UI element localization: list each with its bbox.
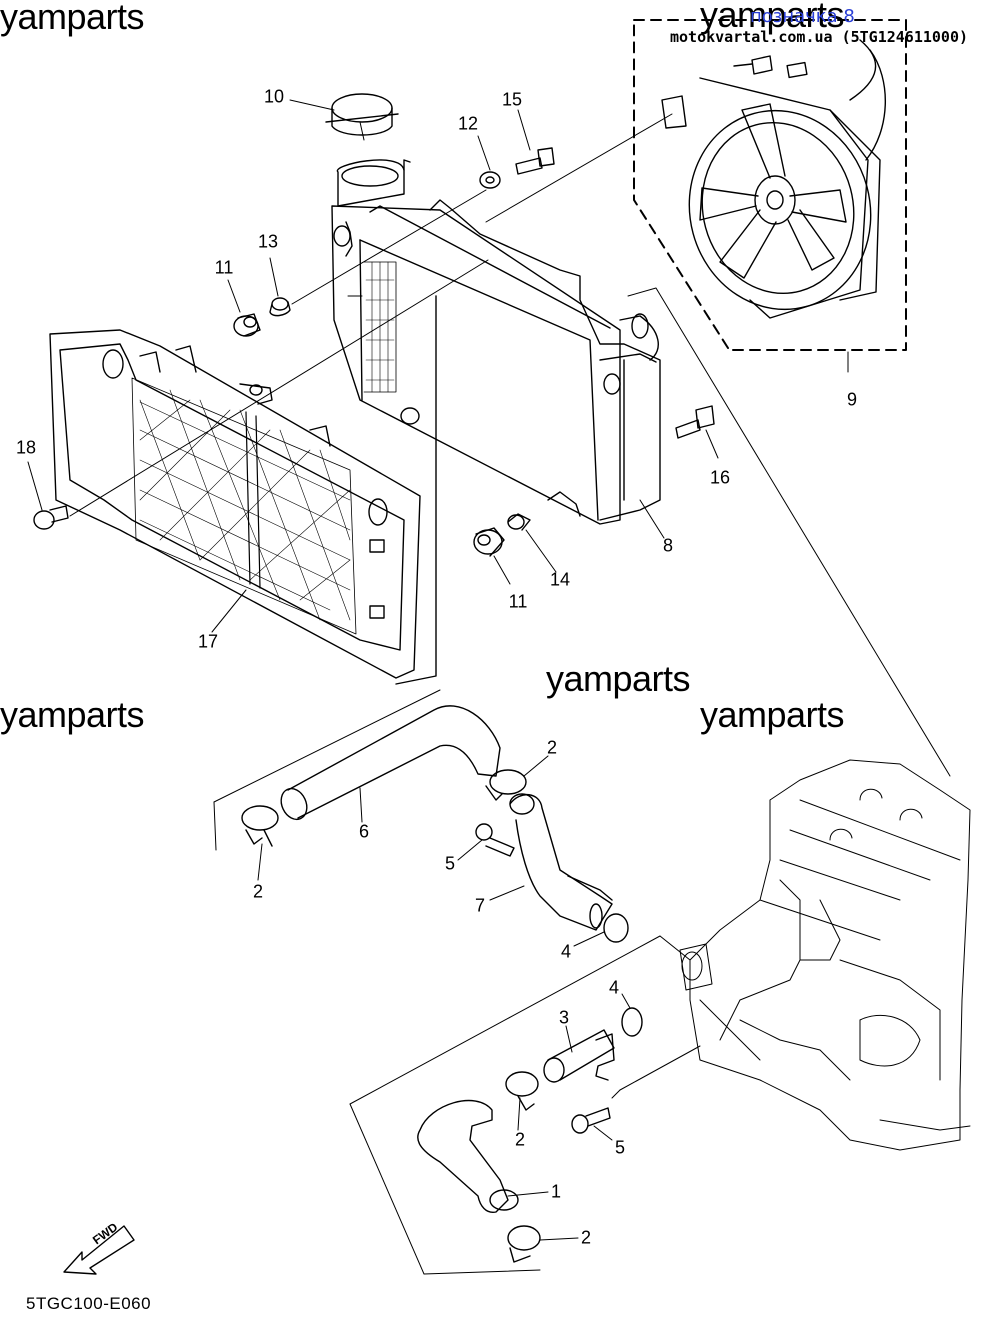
bolt-16 (675, 405, 715, 439)
fan-assembly-dashed-box (633, 19, 907, 351)
callout-5-upper: 5 (444, 853, 456, 874)
site-reference: motokvartal.com.ua (5TG124611000) (670, 28, 969, 46)
bolt-5-upper (475, 823, 515, 857)
callout-11-upper: 11 (214, 257, 234, 278)
fwd-arrow-icon: FWD (60, 1220, 140, 1282)
bolt-18 (33, 505, 69, 530)
bolt-15 (515, 147, 555, 175)
callout-13: 13 (257, 231, 279, 252)
hose-clamp-2-upper-left (241, 805, 279, 847)
watermark-mid-right: yamparts (700, 694, 845, 735)
callout-10: 10 (263, 86, 285, 107)
blue-caption: позначка 8 (750, 6, 855, 27)
callout-5-lower: 5 (614, 1137, 626, 1158)
callout-4-lower: 4 (608, 977, 620, 998)
hose-clamp-2-bottom (507, 1225, 541, 1263)
watermark-top-left: yamparts (0, 0, 145, 37)
watermark-mid-left: yamparts (0, 694, 145, 735)
o-ring-4-upper (603, 913, 629, 943)
hose-7 (509, 793, 613, 931)
watermark-mid-center: yamparts (546, 658, 691, 699)
callout-17: 17 (197, 631, 219, 652)
callout-2-bottom: 2 (580, 1227, 592, 1248)
engine-block (679, 759, 971, 1151)
callout-leaders (27, 99, 849, 1241)
callout-12: 12 (457, 113, 479, 134)
collar-13 (269, 297, 291, 317)
radiator-guard (49, 295, 437, 685)
grommet-11-lower (473, 527, 505, 557)
callout-15: 15 (501, 89, 523, 110)
hose-clamp-2-lower-mid (505, 1071, 539, 1111)
hose-6 (280, 705, 501, 821)
callout-2-upper-left: 2 (252, 881, 264, 902)
pipe-3 (543, 1029, 615, 1083)
grommet-11-upper (233, 313, 261, 337)
callout-7: 7 (474, 895, 486, 916)
hose-clamp-2-upper-right (485, 769, 527, 801)
callout-3: 3 (558, 1007, 570, 1028)
hose-1 (417, 1099, 519, 1213)
callout-18: 18 (15, 437, 37, 458)
o-ring-4-lower (621, 1007, 643, 1037)
collar-14 (507, 513, 531, 531)
washer-12 (479, 171, 501, 189)
callout-1: 1 (550, 1181, 562, 1202)
callout-8: 8 (662, 535, 674, 556)
bolt-5-lower (571, 1107, 611, 1134)
fan-motor (661, 39, 886, 319)
leader-lines (69, 113, 951, 1275)
callout-9: 9 (846, 389, 858, 410)
callout-4-upper: 4 (560, 941, 572, 962)
callout-11-lower: 11 (508, 591, 528, 612)
callout-2-upper-right: 2 (546, 737, 558, 758)
radiator-cap (325, 93, 399, 136)
callout-2-lower-mid: 2 (514, 1129, 526, 1150)
diagram-code: 5TGC100-E060 (26, 1294, 152, 1313)
radiator (331, 159, 661, 525)
watermark-top-right: yamparts (700, 0, 845, 35)
callout-14: 14 (549, 569, 571, 590)
callout-6: 6 (358, 821, 370, 842)
callout-16: 16 (709, 467, 731, 488)
